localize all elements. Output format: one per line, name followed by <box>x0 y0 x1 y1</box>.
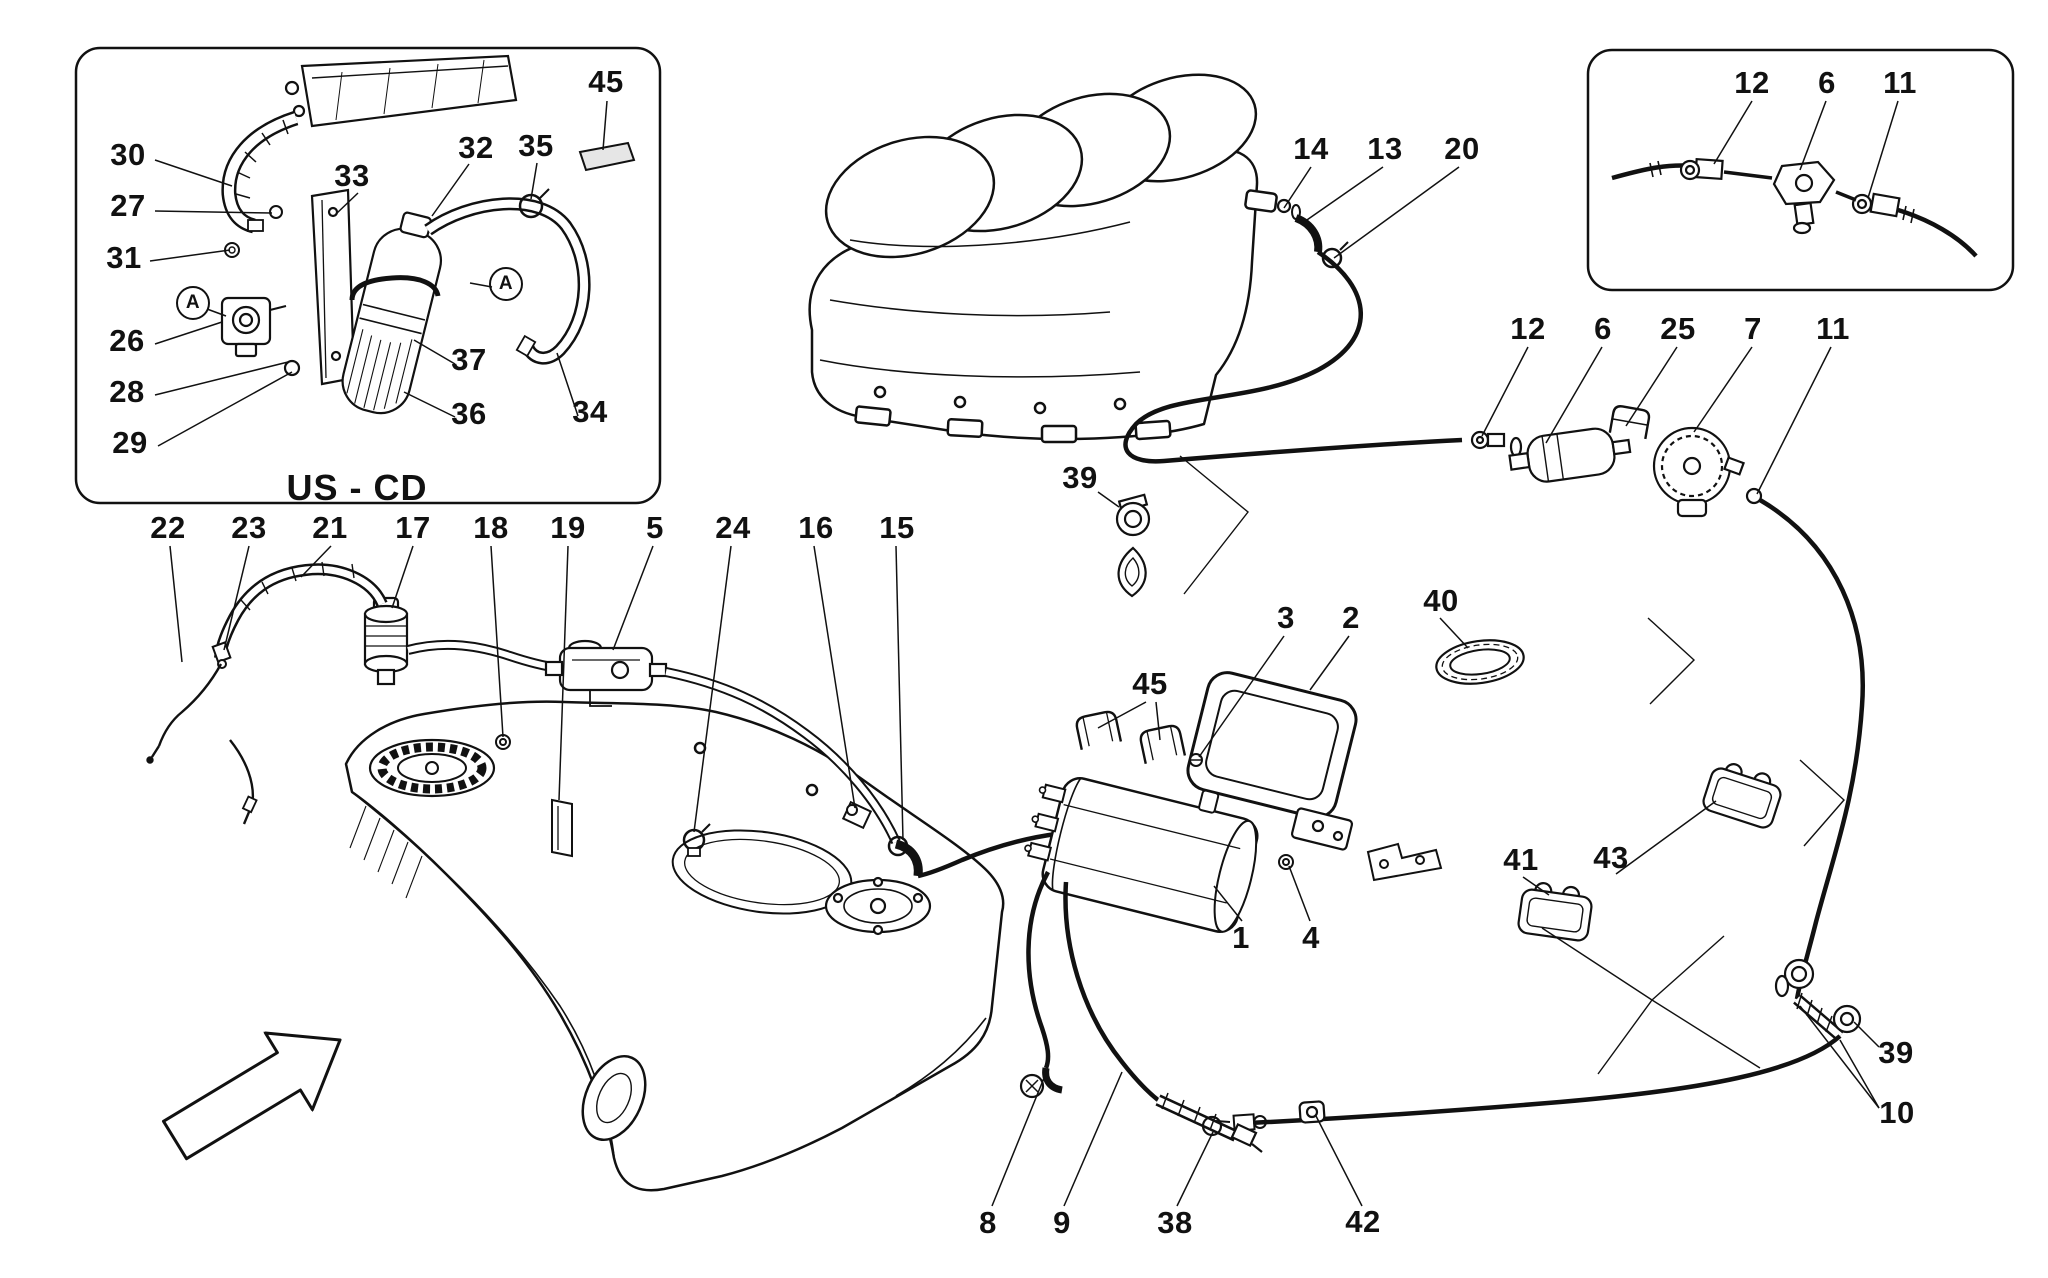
hose-34 <box>424 197 591 365</box>
elbow-8 <box>1019 1067 1063 1099</box>
canister-36 <box>341 211 442 415</box>
strap-37 <box>349 275 441 301</box>
canister-bracket-2 <box>1186 671 1358 819</box>
fuel-pump-flange <box>368 738 496 798</box>
mount-plate <box>1366 842 1443 882</box>
grommet-39-right-bottom <box>1832 1004 1862 1034</box>
inset-us-cd-box <box>74 46 662 505</box>
charcoal-canister <box>1024 777 1259 933</box>
chip-45-inset <box>578 141 636 172</box>
bolt-4 <box>1278 854 1294 870</box>
valve-26 <box>220 296 301 377</box>
hose-canister-down-b <box>1063 881 1160 1102</box>
evap-canister-top <box>284 54 518 128</box>
bracket-33 <box>310 188 356 386</box>
fitting-38 <box>1201 1115 1263 1153</box>
fuel-tank <box>344 700 1005 1192</box>
clip-43 <box>1702 763 1782 829</box>
fitting-14-13-20 <box>1276 198 1349 269</box>
hose-30 <box>221 110 299 234</box>
hose-engine-to-valve <box>1123 250 1463 464</box>
pump-17 <box>363 596 409 686</box>
hose-right-long <box>1758 498 1865 1000</box>
variant-label: US - CD <box>286 467 428 508</box>
braided-hose-10 <box>1793 992 1844 1041</box>
thin-hose-fitting <box>241 795 258 814</box>
bracket-19 <box>551 798 573 858</box>
pointer-starburst <box>1541 927 1761 1075</box>
purge-valve-assembly <box>1470 405 1763 518</box>
thin-hose-22 <box>146 663 255 825</box>
clip-41 <box>1517 882 1593 942</box>
hose-pump-to-valve <box>406 639 559 673</box>
clip-42 <box>1298 1100 1326 1124</box>
hose-21 <box>214 561 388 659</box>
clip-45-a <box>1075 710 1123 751</box>
grommet-39-right-top <box>1774 958 1815 998</box>
a-label-ticks <box>206 282 493 317</box>
hose-to-canister <box>917 831 1057 879</box>
grommet-39-center <box>1115 493 1151 598</box>
clamp-24 <box>682 823 711 857</box>
inset-valve-assembly <box>1611 157 1978 258</box>
sender-flange <box>824 876 932 936</box>
bolt-18 <box>495 734 511 750</box>
inset-valve-box <box>1586 48 2015 292</box>
elbow-15 <box>887 835 923 877</box>
braided-hose-38 <box>1155 1092 1239 1142</box>
direction-arrow <box>161 1031 342 1161</box>
bracket-foot <box>1290 807 1354 851</box>
intake-manifold <box>808 73 1278 444</box>
corner-marks <box>1179 455 1845 847</box>
hose-bottom-run <box>1249 1034 1842 1126</box>
valve-5 <box>544 639 668 707</box>
leader-lines <box>149 100 1899 1207</box>
connector-23 <box>211 641 232 669</box>
clip-45-b <box>1139 724 1187 765</box>
grommet-40 <box>1435 639 1525 685</box>
hose-canister-down-a <box>1026 870 1051 1069</box>
